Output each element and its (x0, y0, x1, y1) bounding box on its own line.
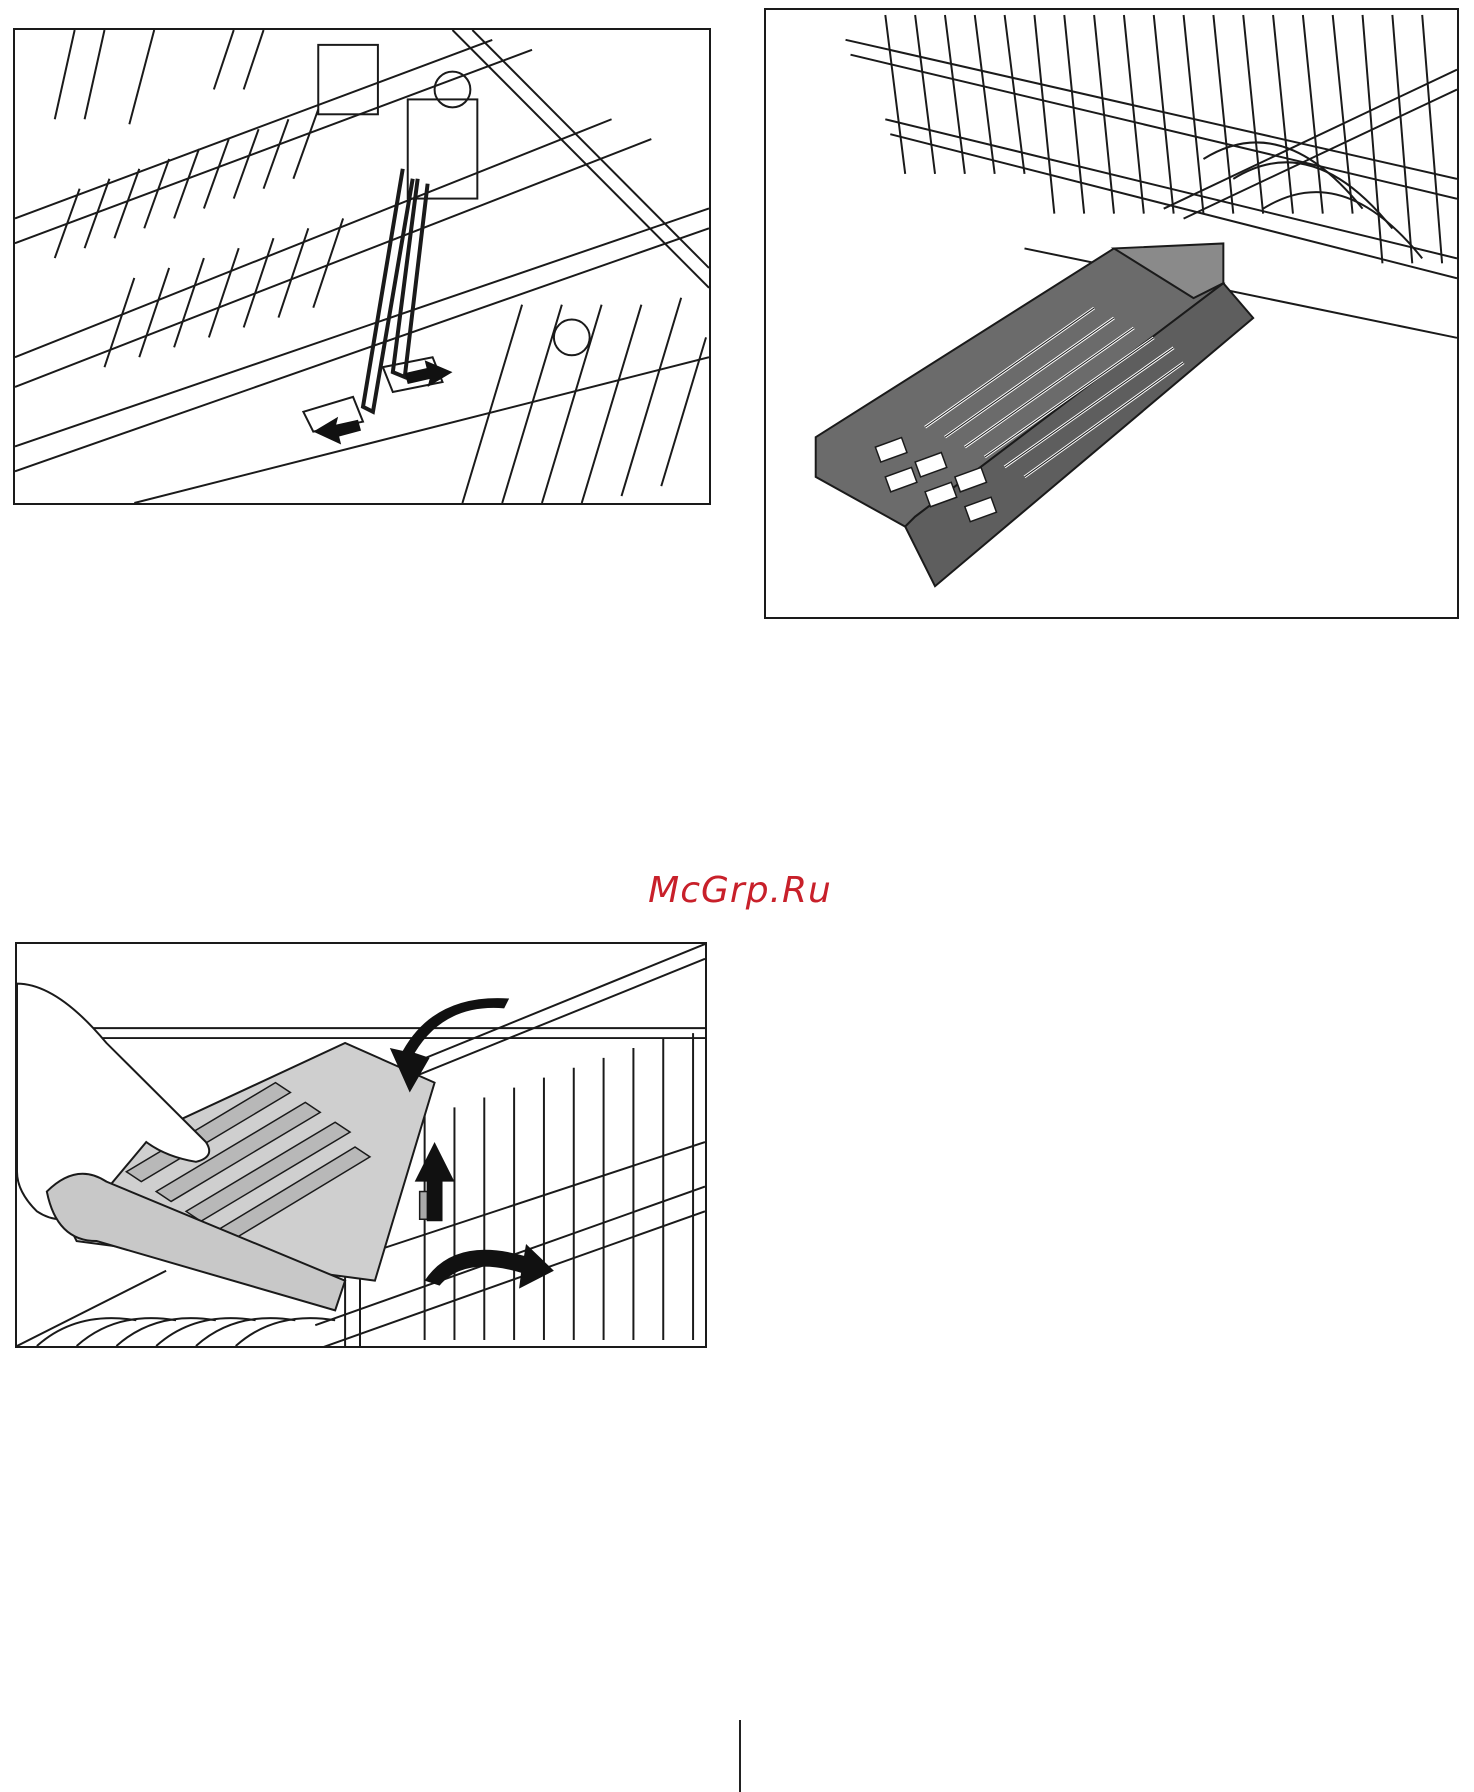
figure-folding-rack (15, 942, 707, 1348)
arrow-left-icon (313, 417, 361, 445)
page-divider-line (739, 1720, 741, 1792)
watermark-text: McGrp.Ru (610, 870, 870, 911)
figure-upper-basket-adjustment (13, 28, 711, 505)
upper-basket-rack-wire-icon (15, 30, 709, 503)
figure-cutlery-drawer (764, 8, 1459, 619)
cutlery-drawer-slide-out-icon (766, 10, 1457, 617)
hand-folding-plate-rack-icon (17, 944, 705, 1346)
arrow-curved-right-icon (425, 1244, 554, 1289)
arrow-right-icon (405, 360, 453, 387)
